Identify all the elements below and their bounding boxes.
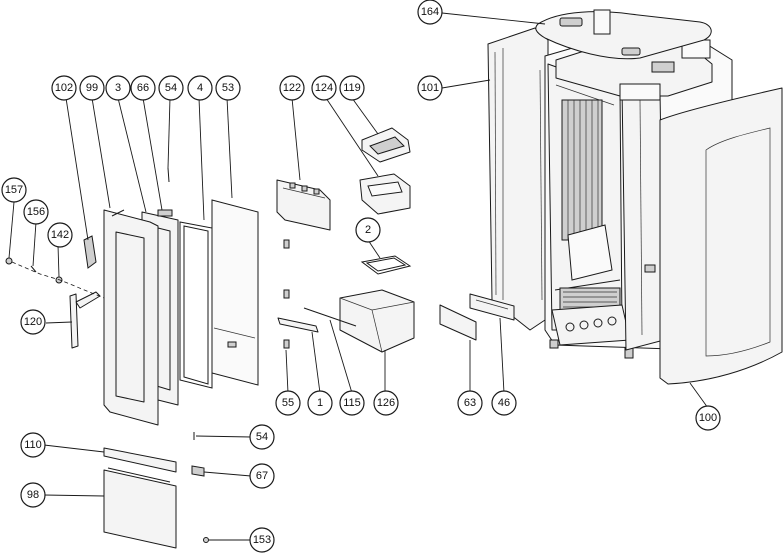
callout-2: 2 (355, 217, 381, 243)
callout-4: 4 (187, 75, 213, 101)
callout-122: 122 (279, 75, 305, 101)
svg-text:54: 54 (165, 82, 177, 94)
gasket-4 (179, 221, 213, 389)
svg-text:101: 101 (421, 82, 439, 94)
svg-text:66: 66 (137, 82, 149, 94)
callout-46: 46 (491, 390, 517, 416)
plate-63 (439, 304, 477, 341)
callout-63: 63 (457, 390, 483, 416)
callout-102: 102 (51, 75, 77, 101)
svg-text:98: 98 (27, 489, 39, 501)
callout-55: 55 (275, 390, 301, 416)
svg-text:153: 153 (253, 534, 271, 546)
callout-126: 126 (373, 390, 399, 416)
stove-body (487, 9, 783, 385)
clip-55b (283, 289, 290, 299)
bracket-67 (191, 465, 205, 477)
callout-142: 142 (47, 222, 73, 248)
grille-46 (469, 293, 515, 321)
svg-text:126: 126 (377, 397, 395, 409)
svg-text:124: 124 (315, 82, 333, 94)
rod-115 (303, 307, 357, 327)
callout-100: 100 (695, 405, 721, 431)
callout-119: 119 (339, 75, 365, 101)
svg-text:54: 54 (256, 431, 268, 443)
side-panel-100 (659, 87, 783, 385)
cover-110 (103, 447, 177, 473)
svg-text:120: 120 (24, 316, 42, 328)
ash-tray-126 (339, 289, 415, 353)
drawer-front-98 (103, 469, 177, 549)
callout-110: 110 (20, 432, 46, 458)
clip-55c (283, 339, 290, 349)
nut-157 (5, 257, 13, 265)
callout-120: 120 (20, 309, 46, 335)
clip-55a (283, 239, 290, 249)
callout-115: 115 (339, 390, 365, 416)
svg-text:142: 142 (51, 229, 69, 241)
svg-text:115: 115 (343, 397, 361, 409)
middle-parts (276, 127, 515, 353)
callout-98: 98 (20, 482, 46, 508)
glass-53 (211, 199, 259, 386)
svg-text:4: 4 (197, 82, 203, 94)
callout-99: 99 (79, 75, 105, 101)
callout-54-top: 54 (158, 75, 184, 101)
gasket-2 (360, 255, 412, 275)
callout-101: 101 (417, 75, 443, 101)
callout-67: 67 (249, 463, 275, 489)
heat-exchanger (561, 99, 603, 241)
svg-text:157: 157 (5, 184, 23, 196)
callout-156: 156 (23, 199, 49, 225)
svg-text:99: 99 (86, 82, 98, 94)
door-assembly (5, 167, 259, 549)
svg-text:53: 53 (222, 82, 234, 94)
callout-3: 3 (105, 75, 131, 101)
callouts: 164 101 100 102 99 3 66 54 4 53 122 124 … (1, 0, 721, 553)
leader-lines (8, 12, 709, 541)
screw-54-top (167, 167, 170, 183)
washer-156 (30, 265, 37, 273)
svg-text:2: 2 (365, 224, 371, 236)
svg-text:55: 55 (282, 397, 294, 409)
side-panel-101 (487, 27, 549, 331)
handle-102 (83, 235, 97, 269)
hinge-120 (69, 291, 101, 349)
svg-text:102: 102 (55, 82, 73, 94)
svg-text:122: 122 (283, 82, 301, 94)
svg-text:67: 67 (256, 470, 268, 482)
callout-124: 124 (311, 75, 337, 101)
callout-66: 66 (130, 75, 156, 101)
svg-text:110: 110 (24, 439, 42, 451)
svg-text:156: 156 (27, 206, 45, 218)
bar-1 (277, 317, 319, 333)
clip-66 (157, 209, 173, 217)
callout-164: 164 (417, 0, 443, 25)
svg-text:46: 46 (498, 397, 510, 409)
callout-54-lower: 54 (249, 424, 275, 450)
svg-text:100: 100 (699, 412, 717, 424)
screw-153 (203, 537, 209, 543)
callout-1: 1 (307, 390, 333, 416)
svg-text:3: 3 (115, 82, 121, 94)
svg-text:119: 119 (343, 82, 361, 94)
callout-153: 153 (249, 527, 275, 553)
callout-157: 157 (1, 177, 27, 203)
callout-53: 53 (215, 75, 241, 101)
svg-text:63: 63 (464, 397, 476, 409)
svg-text:164: 164 (421, 6, 439, 18)
svg-text:1: 1 (317, 397, 323, 409)
